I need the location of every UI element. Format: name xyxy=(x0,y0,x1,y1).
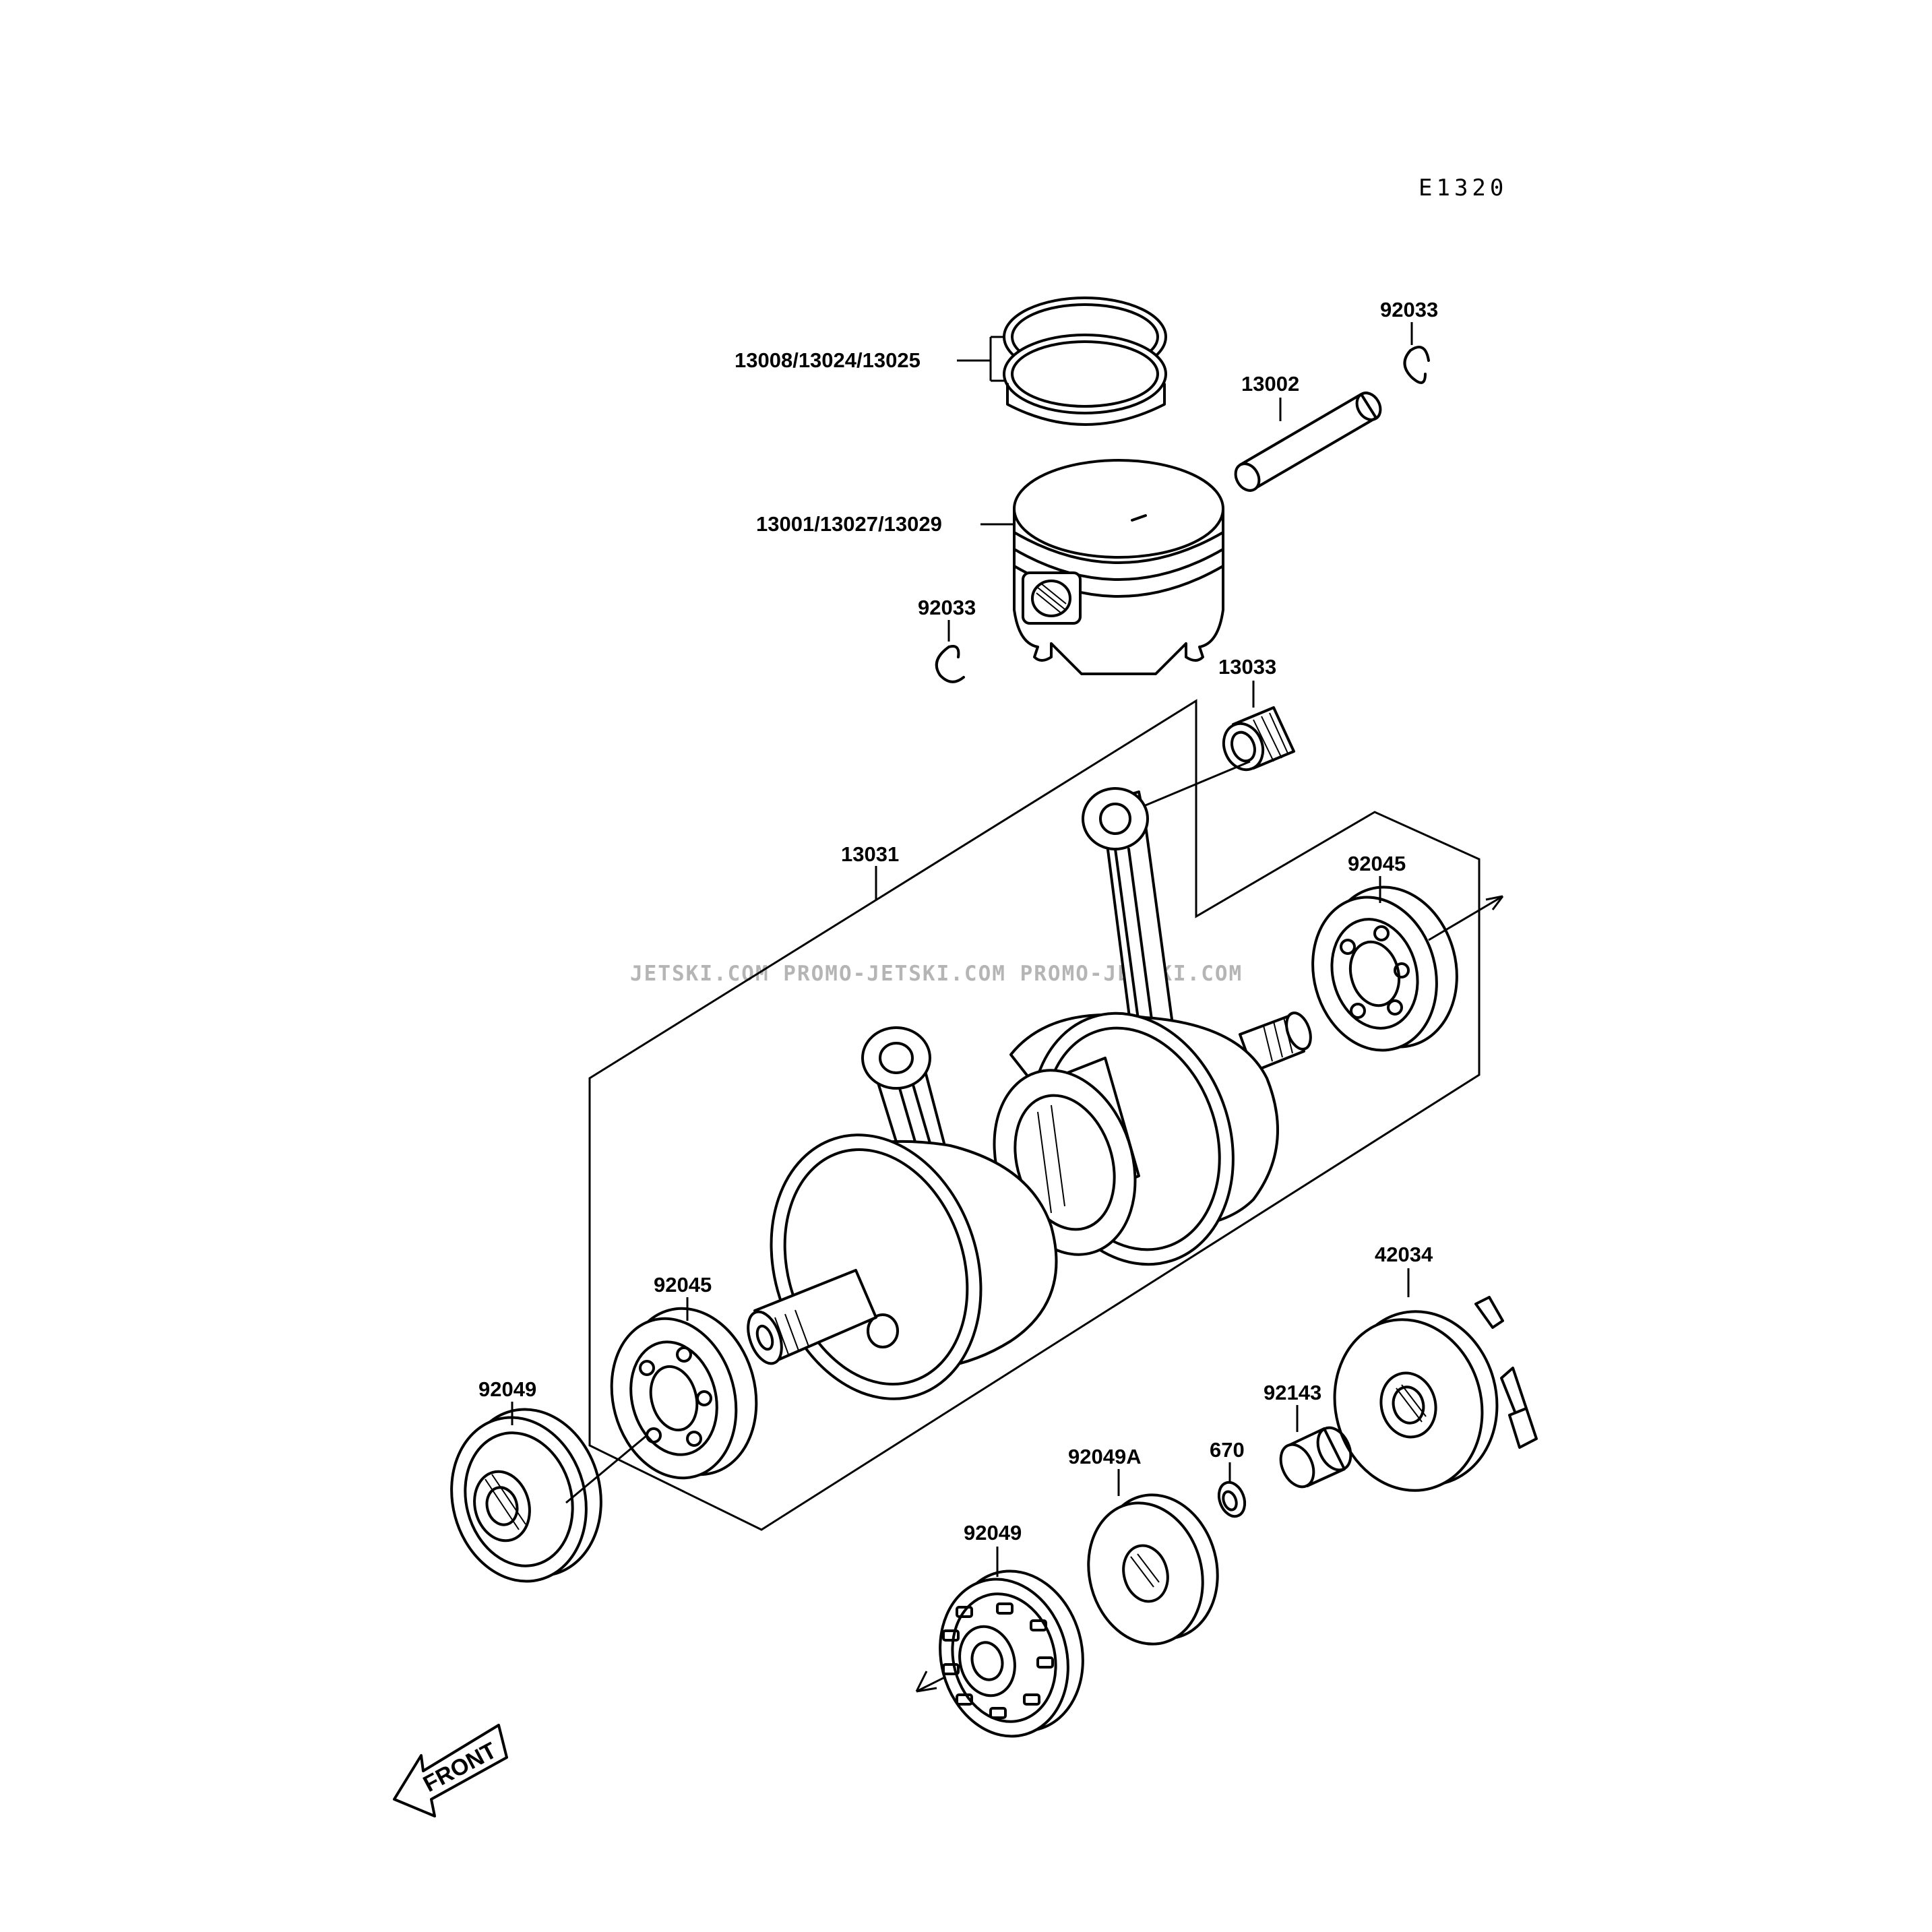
label-seal-a: 92049A xyxy=(1068,1445,1142,1468)
needle-bearing xyxy=(1222,706,1295,772)
label-circlip-right: 92033 xyxy=(1380,298,1438,321)
crankshaft-group-outline xyxy=(588,699,1481,1531)
leader-seal-left xyxy=(511,1402,648,1504)
label-piston: 13001/13027/13029 xyxy=(756,512,942,536)
label-bearing-right: 92045 xyxy=(1348,852,1406,875)
o-ring xyxy=(1217,1481,1247,1518)
oil-seal-left xyxy=(450,1408,602,1583)
label-ring-set: 13008/13024/13025 xyxy=(735,348,921,372)
crankshaft-assembly xyxy=(747,787,1312,1400)
leader-ring-set xyxy=(957,336,1004,382)
label-seal-left: 92049 xyxy=(478,1377,536,1401)
coupling xyxy=(1333,1296,1538,1492)
direction-arrow-right xyxy=(1485,895,1504,910)
label-needle-bearing: 13033 xyxy=(1218,655,1276,679)
piston-ring-set xyxy=(1003,297,1167,426)
leader-bearing-right xyxy=(1379,876,1503,941)
leader-seal-bottom xyxy=(916,1547,999,1693)
label-seal-bottom: 92049 xyxy=(964,1521,1022,1545)
label-coupling: 42034 xyxy=(1375,1243,1433,1266)
label-circlip-left: 92033 xyxy=(918,596,976,619)
label-bearing-left: 92045 xyxy=(654,1273,712,1297)
piston xyxy=(1013,459,1224,675)
label-o-ring: 670 xyxy=(1210,1438,1245,1462)
collar xyxy=(1279,1426,1352,1489)
circlip-left xyxy=(935,645,965,683)
leader-conrod-to-bearing xyxy=(1145,760,1251,807)
direction-arrow xyxy=(915,1671,937,1693)
oil-seal-a xyxy=(1087,1493,1219,1646)
label-crankshaft: 13031 xyxy=(841,842,899,866)
circlip-right xyxy=(1403,346,1430,384)
ball-bearing-right xyxy=(1311,885,1458,1052)
label-piston-pin: 13002 xyxy=(1241,372,1299,396)
oil-seal-bottom xyxy=(939,1569,1084,1738)
front-arrow: FRONT xyxy=(393,1724,508,1817)
diagram-code: E1320 xyxy=(1419,175,1507,201)
label-collar: 92143 xyxy=(1264,1381,1321,1404)
piston-pin xyxy=(1234,392,1382,492)
